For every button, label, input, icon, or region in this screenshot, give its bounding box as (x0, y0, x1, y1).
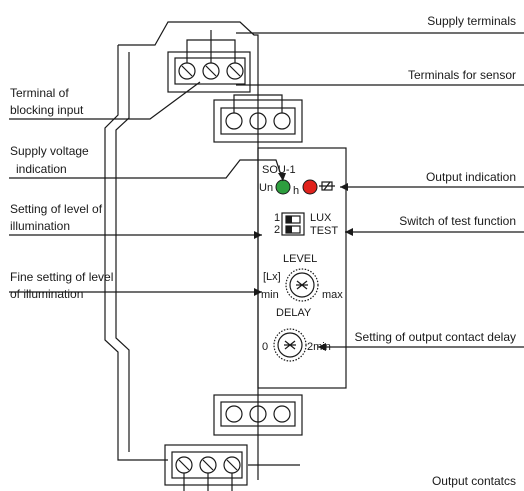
callout-delay-setting: Setting of output contact delay (355, 330, 516, 344)
callout-fine-setting-2: of illumination (10, 287, 83, 301)
callout-blocking-input-2: blocking input (10, 103, 84, 117)
callout-fine-setting-1: Fine setting of level (10, 270, 113, 284)
callout-supply-voltage-2: indication (16, 162, 67, 176)
un-label: Un (259, 182, 273, 194)
housing-inner-edge (115, 52, 130, 452)
leader-arrowheads (254, 173, 353, 351)
supply-voltage-led (275, 179, 291, 195)
delay-title: DELAY (276, 307, 312, 319)
level-unit: [Lx] (263, 271, 281, 283)
callout-blocking-input-1: Terminal of (10, 86, 69, 100)
leader-lines (9, 32, 524, 466)
callout-supply-terminals: Supply terminals (427, 14, 516, 28)
switch-pos2-label: 2 (274, 224, 280, 236)
lower-terminal-block (213, 394, 303, 436)
supply-terminal-block (167, 30, 251, 93)
callout-supply-voltage-1: Supply voltage (10, 144, 89, 158)
level-knob[interactable] (285, 268, 319, 302)
test-dip-switch[interactable] (281, 212, 305, 236)
switch-test-label: TEST (310, 225, 338, 237)
relay-icon (319, 181, 335, 191)
level-title: LEVEL (283, 253, 317, 265)
sensor-terminal-block (213, 94, 303, 143)
output-terminal-block (164, 444, 248, 491)
callout-level-setting-2: illumination (10, 219, 70, 233)
housing-outline (104, 21, 259, 480)
level-min: min (261, 289, 279, 301)
output-led (302, 179, 318, 195)
switch-lux-label: LUX (310, 212, 332, 224)
callout-level-setting-1: Setting of level of (10, 202, 103, 216)
callout-output-indication: Output indication (426, 170, 516, 184)
front-panel (257, 147, 347, 389)
callout-test-switch: Switch of test function (399, 214, 516, 228)
h-label: h (293, 185, 299, 197)
level-max: max (322, 289, 343, 301)
callout-output-contacts: Output contatcs (432, 474, 516, 488)
delay-knob[interactable] (273, 328, 307, 362)
callout-sensor-terminals: Terminals for sensor (408, 68, 516, 82)
delay-min: 0 (262, 341, 268, 353)
switch-pos1-label: 1 (274, 212, 280, 224)
